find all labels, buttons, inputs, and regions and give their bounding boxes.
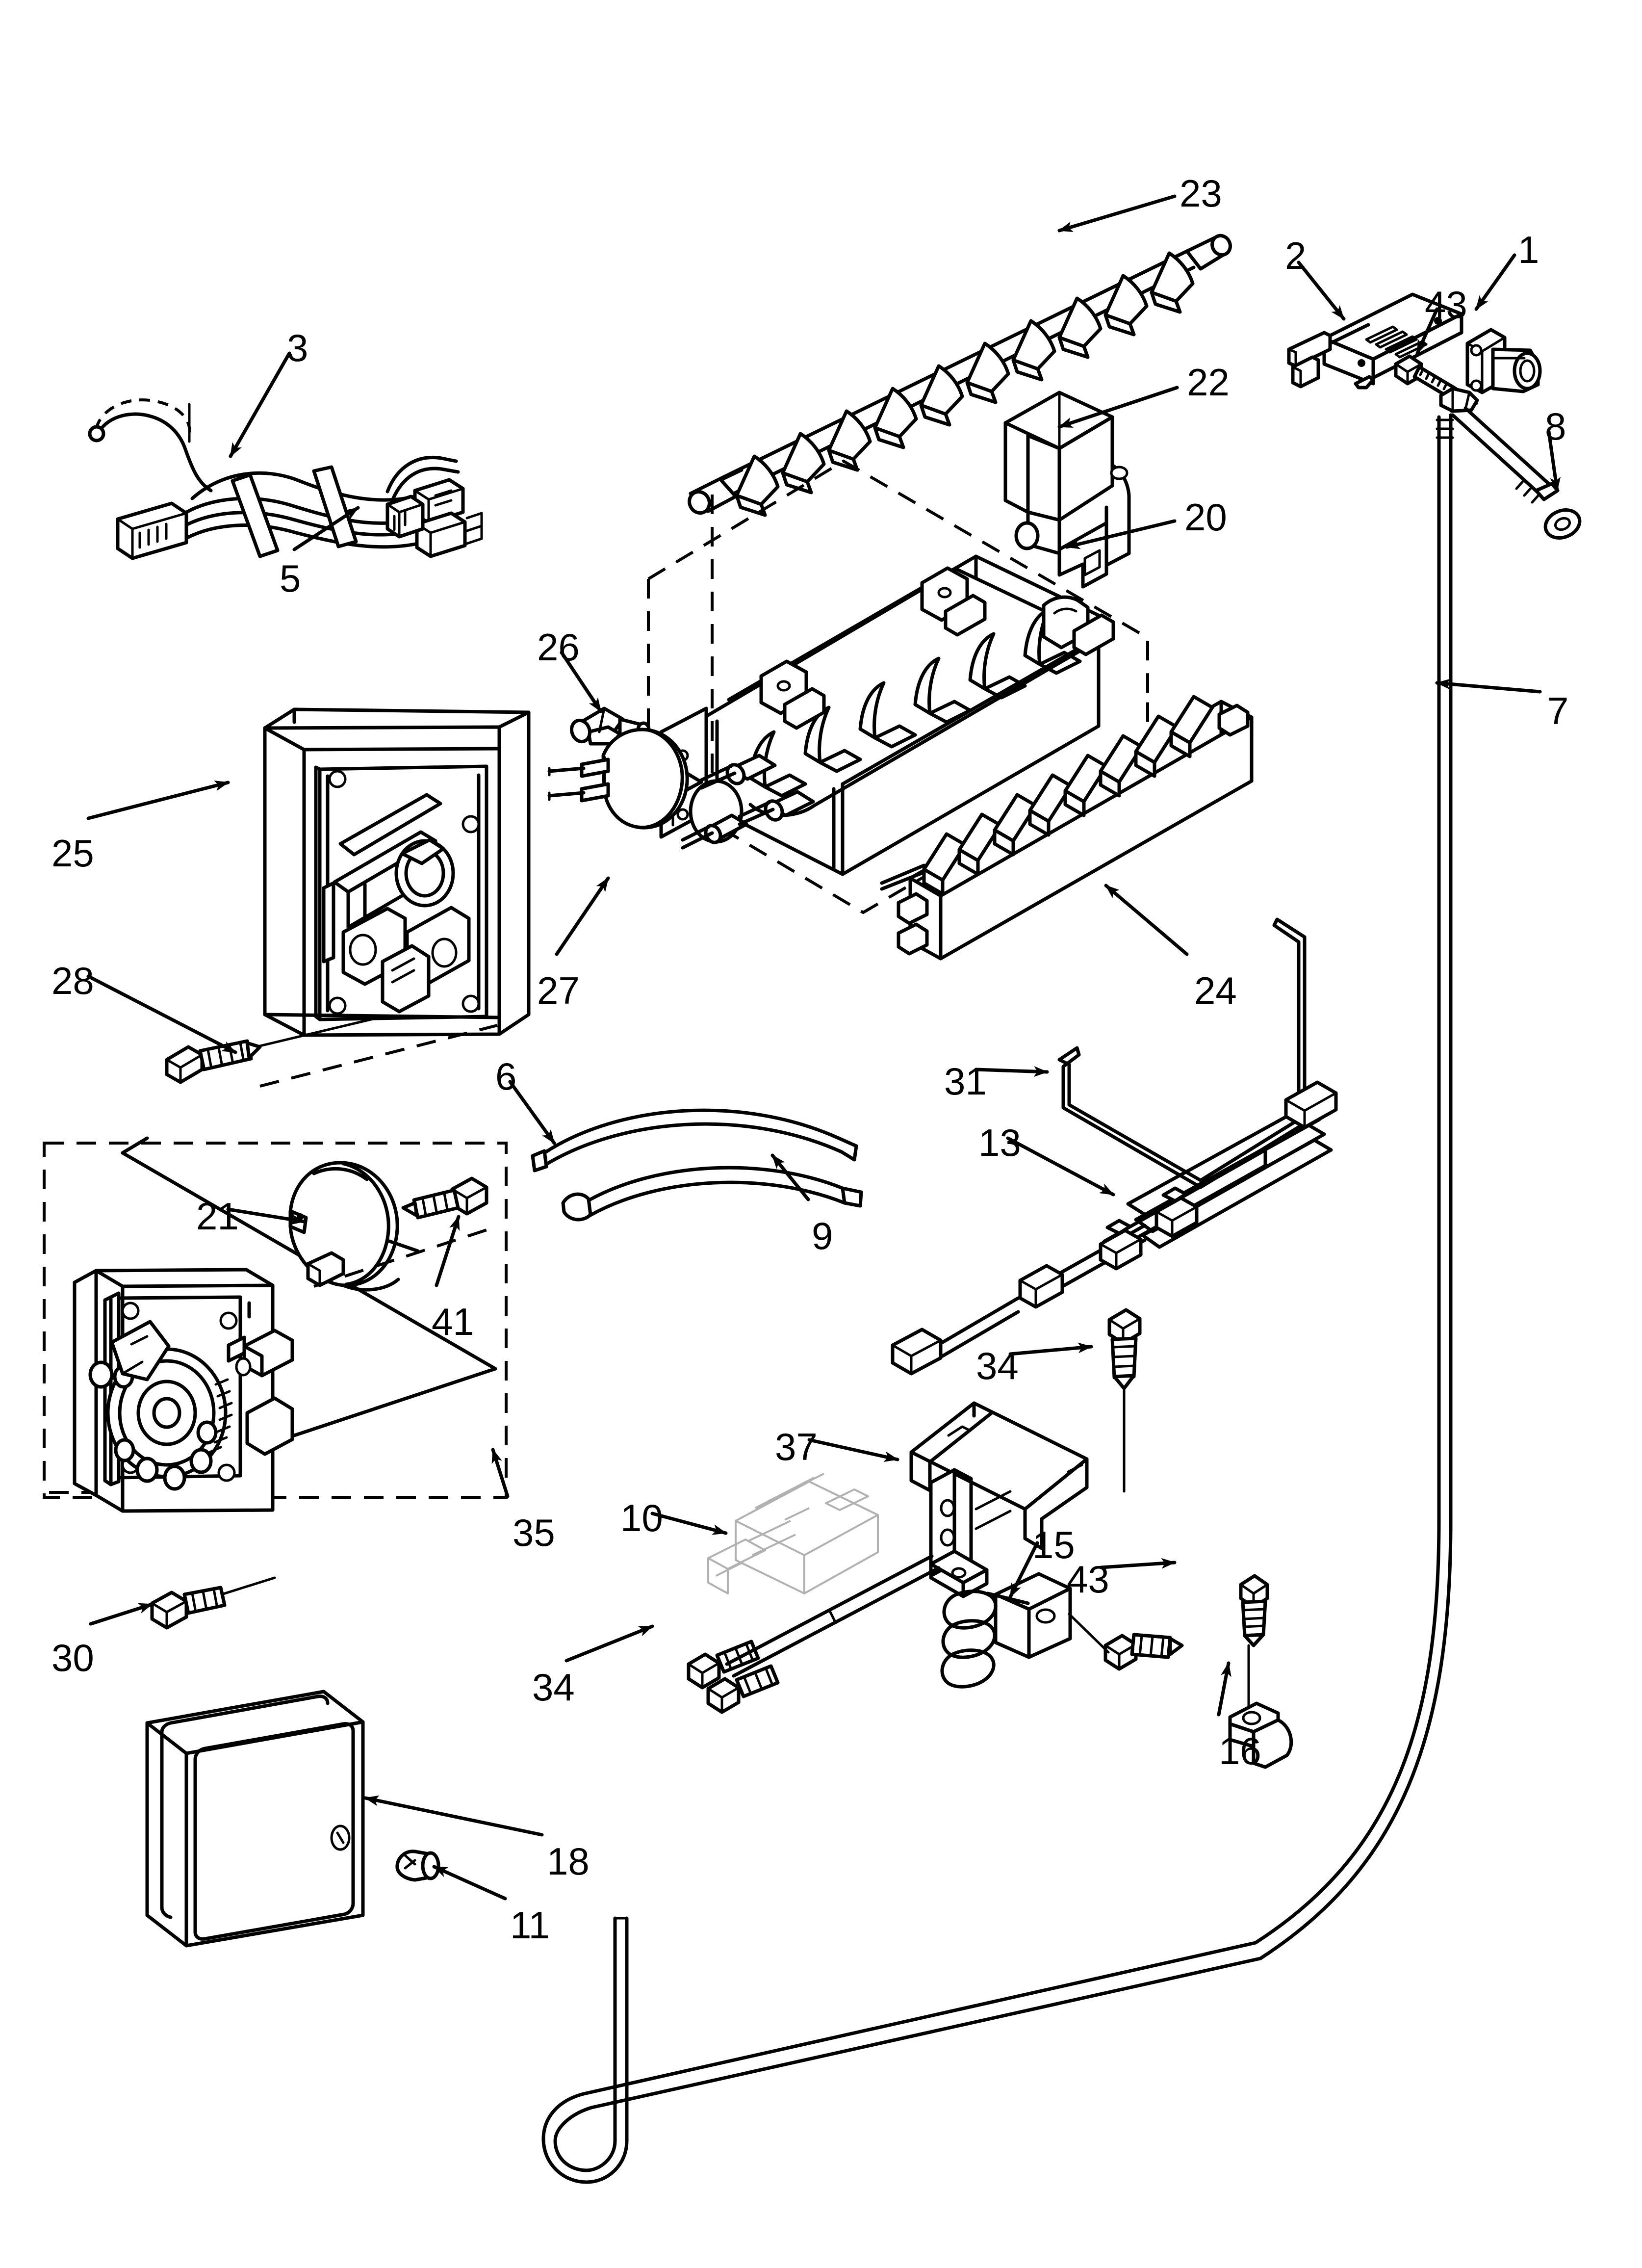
part-11-push-in-plug: [395, 1850, 440, 1882]
leader-line-11: [432, 1865, 507, 1901]
leader-line-34: [1008, 1342, 1093, 1356]
part-43-screw-top: [1394, 354, 1467, 405]
part-8-grommet-and-fill-tube: [1436, 387, 1582, 1523]
leader-line-43: [1099, 1558, 1177, 1569]
leader-line-16: [1217, 1661, 1232, 1717]
callout-label-ice-container-cover[interactable]: 18: [547, 1840, 590, 1883]
part-15-spring-clip-bracket: [940, 1572, 1072, 1689]
callout-label-ejector-blade-auger[interactable]: 23: [1180, 172, 1222, 215]
callout-label-screw-43-top[interactable]: 43: [1425, 283, 1467, 326]
part-18-ice-container-cover: [145, 1690, 365, 1948]
callout-label-drive-motor[interactable]: 21: [196, 1195, 239, 1238]
part-35-gear-case-assembly: [73, 1268, 294, 1513]
part-21-drive-motor: [288, 1161, 498, 1292]
leader-line-3: [229, 351, 291, 458]
leader-line-30: [89, 1602, 154, 1626]
callout-label-water-fill-cup[interactable]: 22: [1187, 361, 1230, 404]
leader-line-43: [1415, 307, 1439, 355]
part-1-water-inlet-bracket: [1465, 328, 1542, 394]
part-24-ice-stripper: [880, 695, 1254, 961]
callout-label-water-fill-tube-long[interactable]: 9: [812, 1214, 833, 1257]
leader-line-37: [807, 1438, 899, 1462]
part-28-module-screw: [165, 1014, 498, 1088]
part-5-harness-clip: [385, 495, 425, 539]
leader-line-20: [1065, 519, 1177, 549]
callout-label-bracket-screw-lower[interactable]: 34: [532, 1666, 575, 1709]
leader-line-18: [363, 1795, 544, 1837]
callout-label-shut-off-arm[interactable]: 10: [620, 1496, 663, 1539]
callout-label-thermostat-bail-cylinder[interactable]: 27: [537, 969, 580, 1012]
callout-label-gearcase-mounting-screw[interactable]: 30: [51, 1636, 94, 1679]
part-25-module-housing: [263, 707, 531, 1037]
part-9-fill-tube-long: [561, 1166, 863, 1222]
part-7-water-supply-tube: [541, 1519, 1453, 2184]
callout-label-bracket-screw-upper[interactable]: 34: [976, 1344, 1019, 1387]
part-10-shut-off-arm: [707, 1473, 941, 1678]
leader-line-35: [491, 1448, 510, 1498]
leader-line-27: [555, 876, 610, 956]
callout-label-wire-harness[interactable]: 3: [287, 326, 308, 369]
leader-line-2: [1297, 261, 1346, 321]
part-23-ejector-auger: [688, 234, 1232, 517]
leader-line-7: [1435, 678, 1542, 694]
leader-line-6: [508, 1080, 556, 1145]
part-41-motor-screw: [401, 1176, 488, 1220]
part-27-thermostat-cylinder: [547, 728, 815, 830]
callout-label-water-supply-tube[interactable]: 7: [1547, 689, 1569, 732]
callout-label-screw-43-bottom[interactable]: 43: [1067, 1558, 1109, 1601]
leader-line-25: [86, 781, 230, 820]
part-30-gearcase-screw: [150, 1576, 276, 1630]
callout-label-push-in-plug[interactable]: 11: [510, 1903, 550, 1947]
leader-line-10: [650, 1512, 728, 1535]
leader-line-26: [560, 651, 603, 713]
leader-line-41: [435, 1215, 461, 1287]
callout-label-water-fill-tube-short[interactable]: 6: [495, 1055, 517, 1098]
leader-line-8: [1547, 430, 1561, 493]
leader-line-15: [1008, 1541, 1039, 1599]
leader-line-1: [1474, 253, 1516, 311]
callout-label-ice-stripper[interactable]: 24: [1194, 969, 1237, 1012]
callout-label-water-inlet-fill-tube-bracket[interactable]: 1: [1518, 228, 1539, 271]
part-22-water-fill-cup: [1003, 391, 1131, 589]
callout-label-module-mounting-screw[interactable]: 28: [51, 959, 94, 1002]
callout-label-harness-retainer-clip[interactable]: 5: [280, 557, 301, 600]
callout-label-fill-cup-fitting[interactable]: 26: [537, 626, 580, 669]
callout-label-mounting-bracket[interactable]: 37: [775, 1425, 818, 1468]
part-43-screw-bottom: [1068, 1613, 1184, 1671]
part-31-bail-arm-wire: [1057, 917, 1307, 1189]
leader-line-22: [1057, 386, 1179, 429]
part-13-wiring-harness-heater: [891, 1080, 1338, 1376]
callout-label-mold-cover-shield[interactable]: 2: [1285, 234, 1307, 277]
leader-line-34: [564, 1624, 654, 1663]
callout-label-motor-mounting-screw[interactable]: 41: [432, 1300, 474, 1343]
callout-leader-lines: [86, 194, 1561, 1901]
callout-label-gear-case-assembly[interactable]: 35: [513, 1511, 555, 1554]
leader-line-24: [1104, 884, 1189, 956]
leader-line-13: [1006, 1136, 1115, 1197]
callout-label-rubber-grommet-seal[interactable]: 8: [1545, 405, 1566, 448]
leader-line-31: [974, 1066, 1049, 1077]
callout-label-module-housing[interactable]: 25: [51, 832, 94, 875]
callout-label-spring-clip-bracket[interactable]: 15: [1032, 1523, 1075, 1566]
leader-line-5: [292, 506, 360, 551]
callout-label-ice-mold-tray[interactable]: 20: [1184, 495, 1227, 539]
part-16-tube-clamp: [1228, 1574, 1293, 1769]
callout-label-tube-clamp[interactable]: 16: [1219, 1729, 1261, 1773]
callout-label-wiring-harness-heater[interactable]: 13: [978, 1121, 1021, 1164]
leader-line-21: [226, 1207, 306, 1225]
part-34-screw-upper: [1107, 1308, 1142, 1493]
leader-line-23: [1057, 194, 1177, 233]
part-3-wire-harness: [88, 398, 483, 560]
assembly-locator-dashed-20: [647, 459, 1149, 914]
part-6-fill-tube-short: [531, 1108, 858, 1173]
leader-line-28: [86, 974, 237, 1054]
leader-line-9: [770, 1153, 810, 1201]
part-2-mold-cover-shield: [1287, 292, 1463, 390]
callout-label-bail-arm-wire[interactable]: 31: [944, 1060, 987, 1103]
